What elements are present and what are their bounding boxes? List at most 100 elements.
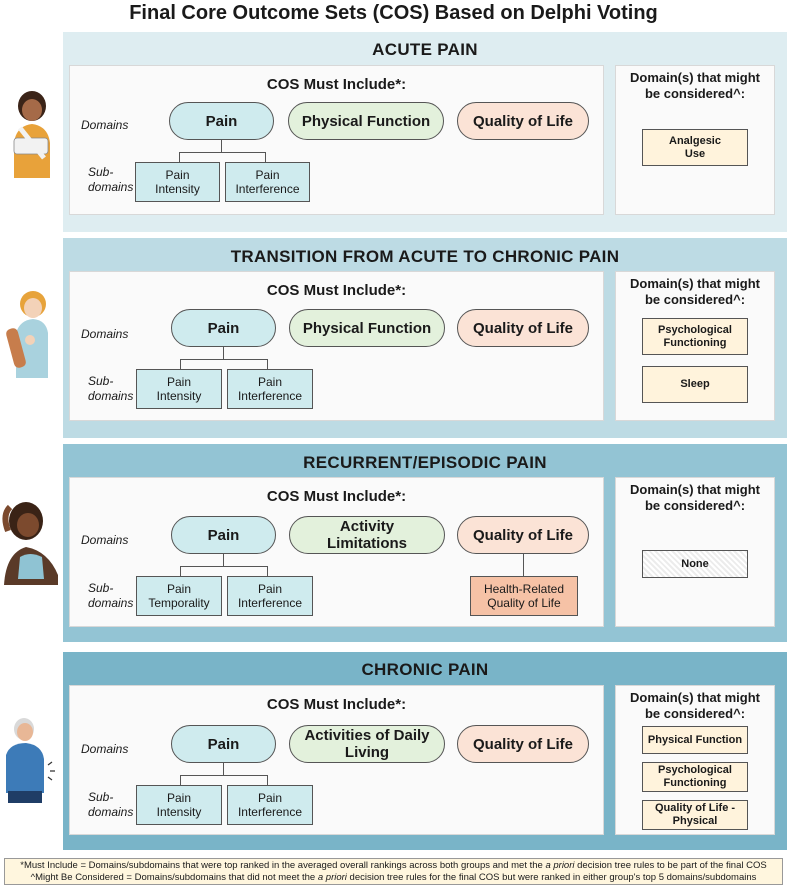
subdomain-pain-intensity: Pain Intensity — [136, 369, 222, 409]
footnote-em: a priori — [317, 872, 347, 883]
connector — [180, 566, 181, 576]
cos-must-include-heading: COS Must Include*: — [266, 282, 407, 299]
might-consider-box: Domain(s) that might be considered^: Ana… — [615, 65, 775, 215]
cos-must-include-heading: COS Must Include*: — [266, 76, 407, 93]
subdomain-pain-interference: Pain Interference — [227, 369, 313, 409]
subdomain-pain-intensity: Pain Intensity — [136, 785, 222, 825]
domain-pain: Pain — [169, 102, 274, 140]
figure-title: Final Core Outcome Sets (COS) Based on D… — [129, 2, 658, 24]
panel-title: RECURRENT/EPISODIC PAIN — [303, 453, 547, 472]
subdomain-text: Pain Interference — [237, 375, 303, 403]
connector — [180, 775, 181, 785]
footnote-text: *Must Include = Domains/subdomains that … — [20, 860, 546, 871]
might-consider-heading: Domain(s) that might be considered^: — [630, 482, 760, 513]
domain-pain: Pain — [171, 516, 276, 554]
subdomain-text: Pain Interference — [235, 168, 300, 196]
option-text: Psychological Functioning — [658, 323, 732, 349]
footnote-must-include: *Must Include = Domains/subdomains that … — [5, 860, 782, 872]
option-text: Quality of Life - Physical — [654, 802, 736, 827]
person-bandaged-arm-illustration — [6, 291, 48, 378]
option-psychological-functioning: Psychological Functioning — [642, 318, 748, 355]
domain-pain: Pain — [171, 309, 276, 347]
connector — [267, 359, 268, 369]
subdomain-text: Pain Intensity — [156, 375, 202, 403]
option-sleep: Sleep — [642, 366, 748, 403]
panel-title: ACUTE PAIN — [372, 40, 478, 59]
panel-acute-pain: ACUTE PAIN COS Must Include*: Domains Pa… — [63, 32, 787, 232]
subdomain-pain-interference: Pain Interference — [227, 785, 313, 825]
subdomain-text: Pain Intensity — [156, 791, 202, 819]
domain-quality-of-life: Quality of Life — [457, 102, 589, 140]
panel-recurrent-pain: RECURRENT/EPISODIC PAIN COS Must Include… — [63, 444, 787, 642]
connector — [223, 554, 224, 566]
cos-must-include-heading: COS Must Include*: — [266, 488, 407, 505]
subdomains-label: Sub-domains — [88, 581, 134, 610]
panel-transition-pain: TRANSITION FROM ACUTE TO CHRONIC PAIN CO… — [63, 238, 787, 438]
connector — [267, 775, 268, 785]
option-physical-function: Physical Function — [642, 726, 748, 754]
subdomain-pain-interference: Pain Interference — [225, 162, 310, 202]
option-text: Psychological Functioning — [658, 764, 732, 789]
subdomain-text: Pain Temporality — [148, 582, 210, 610]
connector — [180, 566, 267, 567]
footnote-might-consider: ^Might Be Considered = Domains/subdomain… — [5, 872, 782, 884]
subdomain-text: Health-Related Quality of Life — [483, 582, 565, 610]
cos-must-include-box: COS Must Include*: Domains Pain Physical… — [69, 65, 604, 215]
subdomain-pain-temporality: Pain Temporality — [136, 576, 222, 616]
footnote-text: decision tree rules for the final COS bu… — [346, 872, 757, 883]
connector — [221, 140, 222, 152]
might-consider-box: Domain(s) that might be considered^: Phy… — [615, 685, 775, 835]
footnote-em: a priori — [545, 860, 575, 871]
cos-must-include-box: COS Must Include*: Domains Pain Physical… — [69, 271, 604, 421]
connector — [180, 775, 267, 776]
subdomain-text: Pain Interference — [237, 791, 303, 819]
connector — [180, 359, 267, 360]
subdomains-label: Sub-domains — [88, 374, 134, 403]
option-analgesic-use: Analgesic Use — [642, 129, 748, 166]
option-text: Analgesic Use — [669, 134, 721, 160]
connector — [265, 152, 266, 162]
might-consider-box: Domain(s) that might be considered^: Non… — [615, 477, 775, 627]
person-holding-head-illustration — [2, 502, 58, 585]
subdomains-label: Sub-domains — [88, 790, 134, 819]
connector — [179, 152, 265, 153]
domain-quality-of-life: Quality of Life — [457, 309, 589, 347]
domains-label: Domains — [81, 327, 129, 341]
person-arm-sling-illustration — [13, 91, 50, 178]
footnote-text: decision tree rules to be part of the fi… — [574, 860, 767, 871]
might-consider-heading: Domain(s) that might be considered^: — [630, 690, 760, 721]
domain-text: Activity Limitations — [326, 518, 407, 552]
domains-label: Domains — [81, 118, 129, 132]
older-person-back-pain-illustration — [6, 718, 55, 803]
option-psychological-functioning: Psychological Functioning — [642, 762, 748, 792]
connector — [223, 763, 224, 775]
subdomain-pain-interference: Pain Interference — [227, 576, 313, 616]
domain-activity-limitations: Activity Limitations — [289, 516, 445, 554]
option-text: Physical Function — [647, 733, 743, 746]
subdomains-label: Sub-domains — [88, 165, 134, 194]
connector — [223, 347, 224, 359]
cos-must-include-box: COS Must Include*: Domains Pain Activiti… — [69, 685, 604, 835]
subdomain-text: Pain Intensity — [155, 168, 200, 196]
domains-label: Domains — [81, 742, 129, 756]
panel-title: TRANSITION FROM ACUTE TO CHRONIC PAIN — [230, 247, 620, 266]
panel-chronic-pain: CHRONIC PAIN COS Must Include*: Domains … — [63, 652, 787, 850]
might-consider-heading: Domain(s) that might be considered^: — [630, 70, 760, 101]
option-none: None — [642, 550, 748, 578]
domain-physical-function: Physical Function — [289, 309, 445, 347]
domain-physical-function: Physical Function — [288, 102, 444, 140]
might-consider-heading: Domain(s) that might be considered^: — [630, 276, 760, 307]
cos-must-include-heading: COS Must Include*: — [266, 696, 407, 713]
connector — [179, 152, 180, 162]
domains-label: Domains — [81, 533, 129, 547]
domain-pain: Pain — [171, 725, 276, 763]
domain-quality-of-life: Quality of Life — [457, 516, 589, 554]
domain-text: Activities of Daily Living — [304, 727, 430, 761]
option-quality-of-life-physical: Quality of Life - Physical — [642, 800, 748, 830]
option-text: Sleep — [680, 378, 710, 390]
subdomain-health-related-qol: Health-Related Quality of Life — [470, 576, 578, 616]
domain-quality-of-life: Quality of Life — [457, 725, 589, 763]
connector — [267, 566, 268, 576]
connector — [523, 554, 524, 576]
panel-title: CHRONIC PAIN — [361, 660, 489, 679]
